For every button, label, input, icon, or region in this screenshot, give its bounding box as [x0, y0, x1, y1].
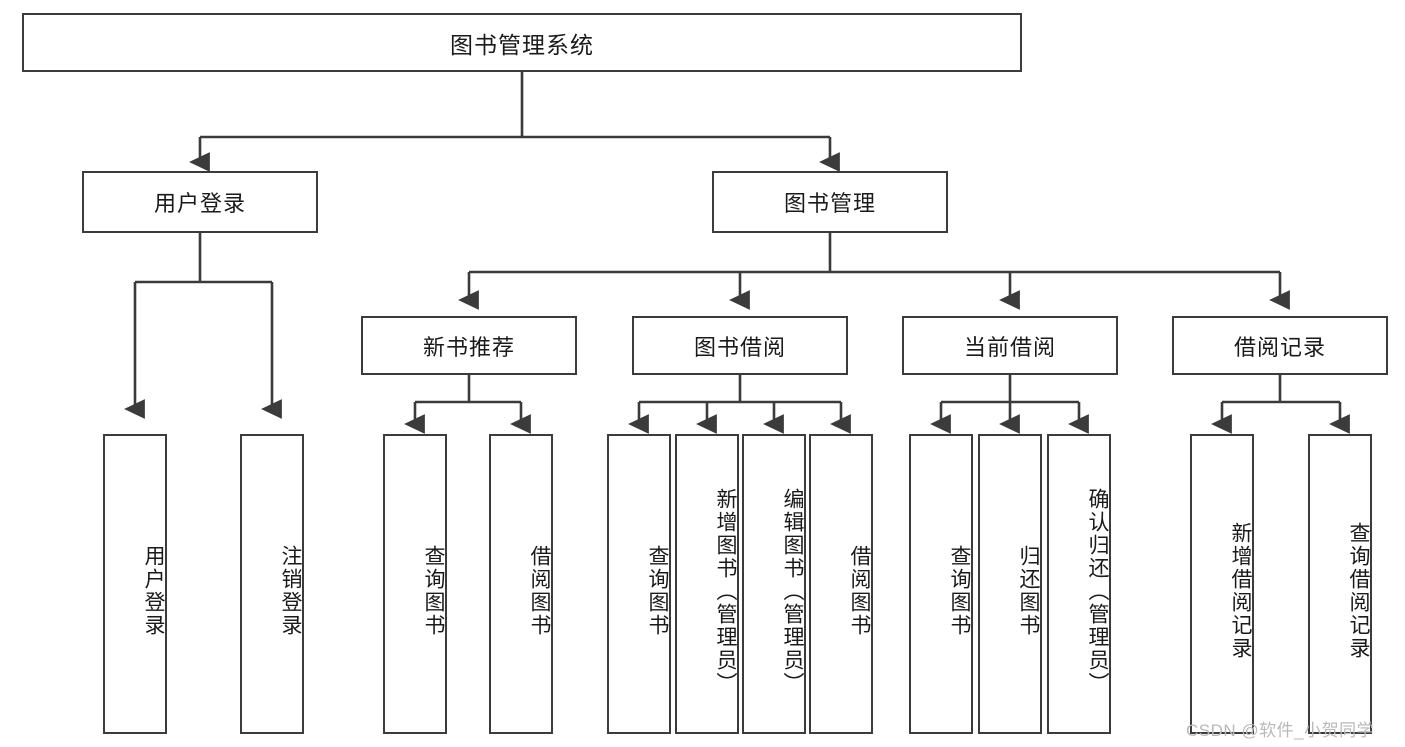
node-leaf-query-record[interactable]: 查询借阅记录 [1308, 434, 1372, 734]
node-user-login[interactable]: 用户登录 [82, 171, 318, 233]
node-leaf-edit-book[interactable]: 编辑图书（管理员） [742, 434, 806, 734]
csdn-watermark: CSDN @软件_小贺同学 [1186, 721, 1375, 740]
node-leaf-user-login[interactable]: 用户登录 [103, 434, 167, 734]
node-book-borrow-label: 图书借阅 [693, 334, 786, 360]
node-leaf-query-book-2[interactable]: 查询图书 [607, 434, 671, 734]
node-leaf-add-record-label: 新增借阅记录 [1229, 522, 1252, 660]
node-borrow-record-label: 借阅记录 [1233, 334, 1326, 360]
node-current-borrow-label: 当前借阅 [963, 334, 1056, 360]
node-borrow-record[interactable]: 借阅记录 [1172, 316, 1388, 375]
node-leaf-edit-book-label: 编辑图书（管理员） [781, 487, 804, 695]
node-book-manage[interactable]: 图书管理 [712, 171, 948, 233]
node-leaf-logout-label: 注销登录 [279, 545, 302, 637]
node-current-borrow[interactable]: 当前借阅 [902, 316, 1118, 375]
node-leaf-add-book-label: 新增图书（管理员） [714, 487, 737, 695]
node-leaf-confirm-return-label: 确认归还（管理员） [1086, 487, 1109, 695]
node-root-label: 图书管理系统 [450, 31, 594, 58]
node-new-book-recommend[interactable]: 新书推荐 [361, 316, 577, 375]
node-leaf-query-book-3-label: 查询图书 [948, 545, 971, 637]
node-leaf-return-book[interactable]: 归还图书 [978, 434, 1042, 734]
node-leaf-query-book-3[interactable]: 查询图书 [909, 434, 973, 734]
node-leaf-logout[interactable]: 注销登录 [240, 434, 304, 734]
node-new-book-recommend-label: 新书推荐 [422, 334, 515, 360]
node-leaf-query-book-2-label: 查询图书 [646, 545, 669, 637]
node-leaf-borrow-book-2-label: 借阅图书 [848, 545, 871, 637]
node-leaf-add-record[interactable]: 新增借阅记录 [1190, 434, 1254, 734]
node-leaf-borrow-book-1[interactable]: 借阅图书 [489, 434, 553, 734]
node-leaf-query-record-label: 查询借阅记录 [1347, 522, 1370, 660]
node-user-login-label: 用户登录 [153, 191, 246, 216]
node-leaf-add-book[interactable]: 新增图书（管理员） [675, 434, 739, 734]
node-leaf-user-login-label: 用户登录 [142, 545, 165, 637]
node-leaf-confirm-return[interactable]: 确认归还（管理员） [1047, 434, 1111, 734]
node-book-manage-label: 图书管理 [783, 191, 876, 216]
node-leaf-query-book-1-label: 查询图书 [422, 545, 445, 637]
node-leaf-borrow-book-1-label: 借阅图书 [528, 545, 551, 637]
node-leaf-query-book-1[interactable]: 查询图书 [383, 434, 447, 734]
node-root[interactable]: 图书管理系统 [22, 13, 1022, 72]
node-book-borrow[interactable]: 图书借阅 [632, 316, 848, 375]
node-leaf-return-book-label: 归还图书 [1017, 545, 1040, 637]
node-leaf-borrow-book-2[interactable]: 借阅图书 [809, 434, 873, 734]
